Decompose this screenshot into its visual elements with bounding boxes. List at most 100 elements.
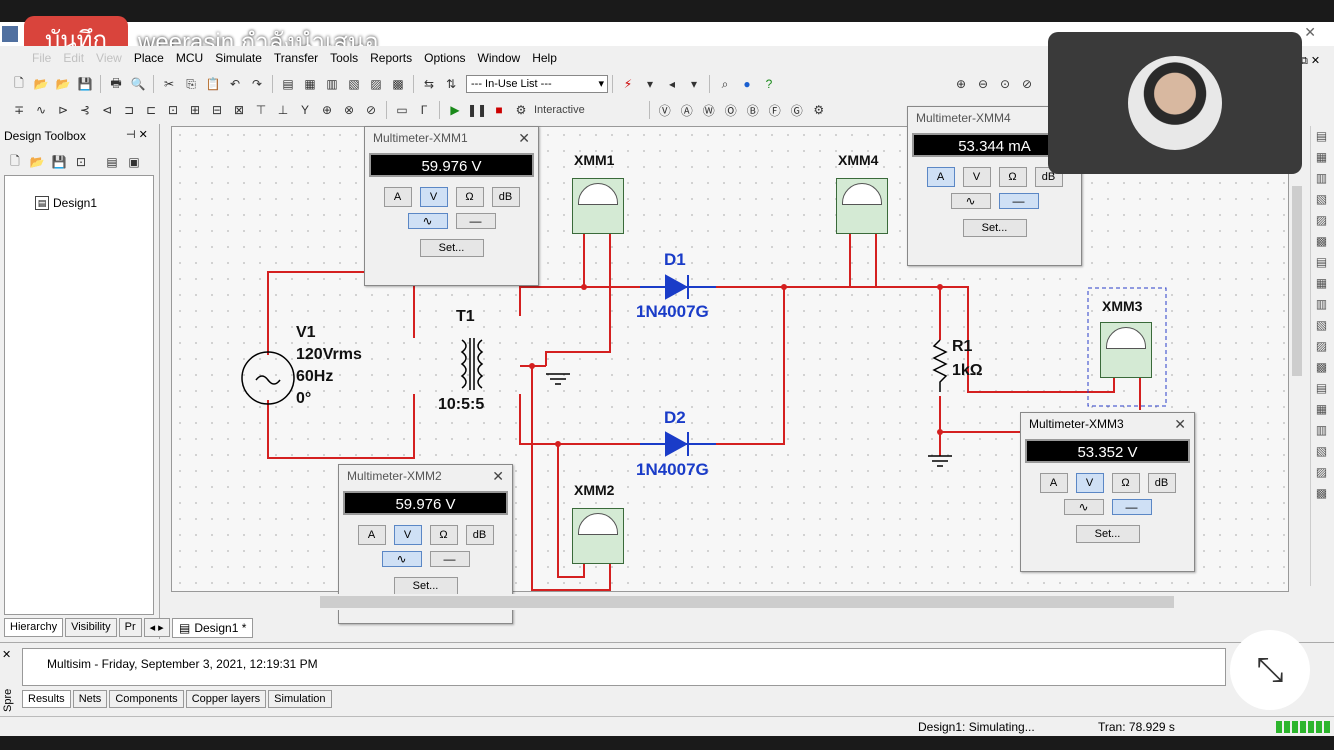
multimeter-icon[interactable]: Ⓥ [658, 103, 671, 118]
menu-simulate[interactable]: Simulate [215, 51, 262, 65]
pause-icon[interactable]: ❚❚ [466, 103, 488, 117]
zoom-out-icon[interactable]: ⊖ [977, 77, 989, 91]
menu-options[interactable]: Options [424, 51, 466, 65]
folder-icon[interactable]: ▣ [128, 155, 140, 169]
mcu-icon[interactable]: ⊡ [167, 103, 179, 117]
interactive-icon[interactable]: ⚙ [515, 103, 527, 117]
set-button[interactable]: Set... [1075, 525, 1140, 543]
power-icon[interactable]: ⊤ [255, 103, 267, 117]
horizontal-scrollbar[interactable] [174, 594, 1288, 610]
set-button[interactable]: Set... [393, 577, 458, 595]
ac-mode-button[interactable]: ∿ [381, 551, 422, 567]
interactive-label[interactable]: Interactive [534, 104, 585, 116]
analog-icon[interactable]: ⊲ [101, 103, 113, 117]
voltmeter-button[interactable]: V [1075, 473, 1104, 493]
tab-project[interactable]: Pr [118, 618, 142, 637]
menu-window[interactable]: Window [477, 51, 521, 65]
stop-icon[interactable]: ■ [495, 103, 503, 117]
project-icon[interactable]: ▤ [106, 155, 118, 169]
voltmeter-button[interactable]: V [393, 525, 422, 545]
menu-edit[interactable]: Edit [63, 51, 85, 65]
misc-icon[interactable]: ⊥ [277, 103, 289, 117]
mixed-icon[interactable]: ⊟ [211, 103, 223, 117]
zoom-area-icon[interactable]: ⊙ [999, 77, 1011, 91]
grapher-icon[interactable]: ▧ [348, 77, 360, 91]
word-generator-icon[interactable]: Ⓖ [790, 103, 803, 118]
dc-mode-button[interactable]: — [998, 193, 1039, 209]
ohmmeter-button[interactable]: Ω [998, 167, 1027, 187]
instrument-icons[interactable]: ▤▦▥▧▨▩▤▦▥▧▨▩▤▦▥▧▨▩ [1315, 129, 1328, 500]
bus-icon[interactable]: Γ [420, 103, 428, 117]
hierarchical-block-icon[interactable]: ▭ [396, 103, 408, 117]
basic-icon[interactable]: ∿ [35, 103, 47, 117]
tab-copper-layers[interactable]: Copper layers [185, 690, 267, 708]
multimeter-xmm3-window[interactable]: Multimeter-XMM3✕ 53.352 V A V Ω dB ∿ — S… [1020, 412, 1195, 572]
search-icon[interactable]: ⌕ [721, 76, 729, 91]
tab-nets[interactable]: Nets [72, 690, 108, 708]
measure-icon[interactable]: ◂ [668, 77, 676, 91]
xmm4-instrument[interactable] [836, 178, 888, 234]
dc-mode-button[interactable]: — [429, 551, 470, 567]
bode-plotter-icon[interactable]: Ⓑ [746, 103, 759, 118]
xmm2-instrument[interactable] [572, 508, 624, 564]
source-icon[interactable]: ∓ [13, 103, 25, 117]
menu-reports[interactable]: Reports [370, 51, 413, 65]
dc-mode-button[interactable]: — [455, 213, 496, 229]
save-icon[interactable]: 💾 [77, 77, 93, 91]
inuse-list-select[interactable]: --- In-Use List --- ▾ [466, 75, 608, 93]
backannotate-icon[interactable]: ⇅ [445, 77, 457, 91]
oscilloscope-icon[interactable]: Ⓞ [724, 103, 737, 118]
menu-transfer[interactable]: Transfer [273, 51, 319, 65]
vertical-scrollbar[interactable] [1290, 126, 1304, 592]
ohmmeter-button[interactable]: Ω [455, 187, 484, 207]
wattmeter-icon[interactable]: Ⓦ [702, 103, 715, 118]
save-design-icon[interactable]: 💾 [51, 155, 67, 169]
menu-mcu[interactable]: MCU [175, 51, 204, 65]
open-sample-icon[interactable]: 📂 [55, 77, 71, 91]
tab-simulation[interactable]: Simulation [268, 690, 332, 708]
ttl-icon[interactable]: ⊐ [123, 103, 135, 117]
postprocessor-icon[interactable]: ▨ [370, 77, 382, 91]
close-icon[interactable]: ✕ [1174, 416, 1186, 432]
rf-icon[interactable]: Y [300, 103, 309, 117]
scrollbar-thumb[interactable] [1292, 186, 1302, 376]
frequency-counter-icon[interactable]: Ⓕ [768, 103, 781, 118]
open-file-icon[interactable]: 📂 [33, 77, 49, 91]
toolbox-toggle-icon[interactable]: ▤ [282, 77, 294, 91]
decibel-button[interactable]: dB [491, 187, 520, 207]
close-icon[interactable]: ✕ [492, 468, 504, 484]
ammeter-button[interactable]: A [357, 525, 386, 545]
print-preview-icon[interactable]: 🔍 [130, 77, 146, 91]
electromechanical-icon[interactable]: ⊕ [321, 103, 333, 117]
close-window-icon[interactable]: ✕ [1304, 24, 1316, 40]
new-design-icon[interactable]: 🗋 [10, 153, 20, 168]
spreadsheet-toggle-icon[interactable]: ▦ [304, 77, 316, 91]
scrollbar-thumb[interactable] [320, 596, 1174, 608]
misc-digital-icon[interactable]: ⊞ [189, 103, 201, 117]
decibel-button[interactable]: dB [1147, 473, 1176, 493]
toolbox-pin-icon[interactable]: ⊣ ✕ [126, 129, 148, 141]
community-icon[interactable]: ● [743, 77, 751, 91]
tab-hierarchy[interactable]: Hierarchy [4, 618, 64, 637]
menu-view[interactable]: View [96, 51, 122, 65]
diode-icon[interactable]: ⊳ [57, 103, 69, 117]
ac-mode-button[interactable]: ∿ [950, 193, 991, 209]
mm-title-bar[interactable]: Multimeter-XMM1✕ [365, 127, 538, 149]
ac-mode-button[interactable]: ∿ [407, 213, 448, 229]
menu-help[interactable]: Help [532, 51, 557, 65]
database-icon[interactable]: ▥ [326, 77, 338, 91]
transistor-icon[interactable]: ⊰ [79, 103, 91, 117]
probe-icon[interactable]: ⚡ [623, 77, 633, 91]
set-button[interactable]: Set... [419, 239, 484, 257]
mm-title-bar[interactable]: Multimeter-XMM3✕ [1021, 413, 1194, 435]
menu-place[interactable]: Place [133, 51, 164, 65]
tree-item-design1[interactable]: ▤ Design1 [35, 196, 97, 210]
tab-results[interactable]: Results [22, 690, 71, 708]
zoom-fit-icon[interactable]: ⊘ [1021, 77, 1033, 91]
cut-icon[interactable]: ✂ [163, 77, 175, 91]
menu-tools[interactable]: Tools [330, 51, 359, 65]
decibel-button[interactable]: dB [465, 525, 494, 545]
zoom-in-icon[interactable]: ⊕ [955, 77, 967, 91]
new-file-icon[interactable]: 🗋 [14, 75, 24, 90]
multimeter-xmm1-window[interactable]: Multimeter-XMM1✕ 59.976 V A V Ω dB ∿ — S… [364, 126, 539, 286]
